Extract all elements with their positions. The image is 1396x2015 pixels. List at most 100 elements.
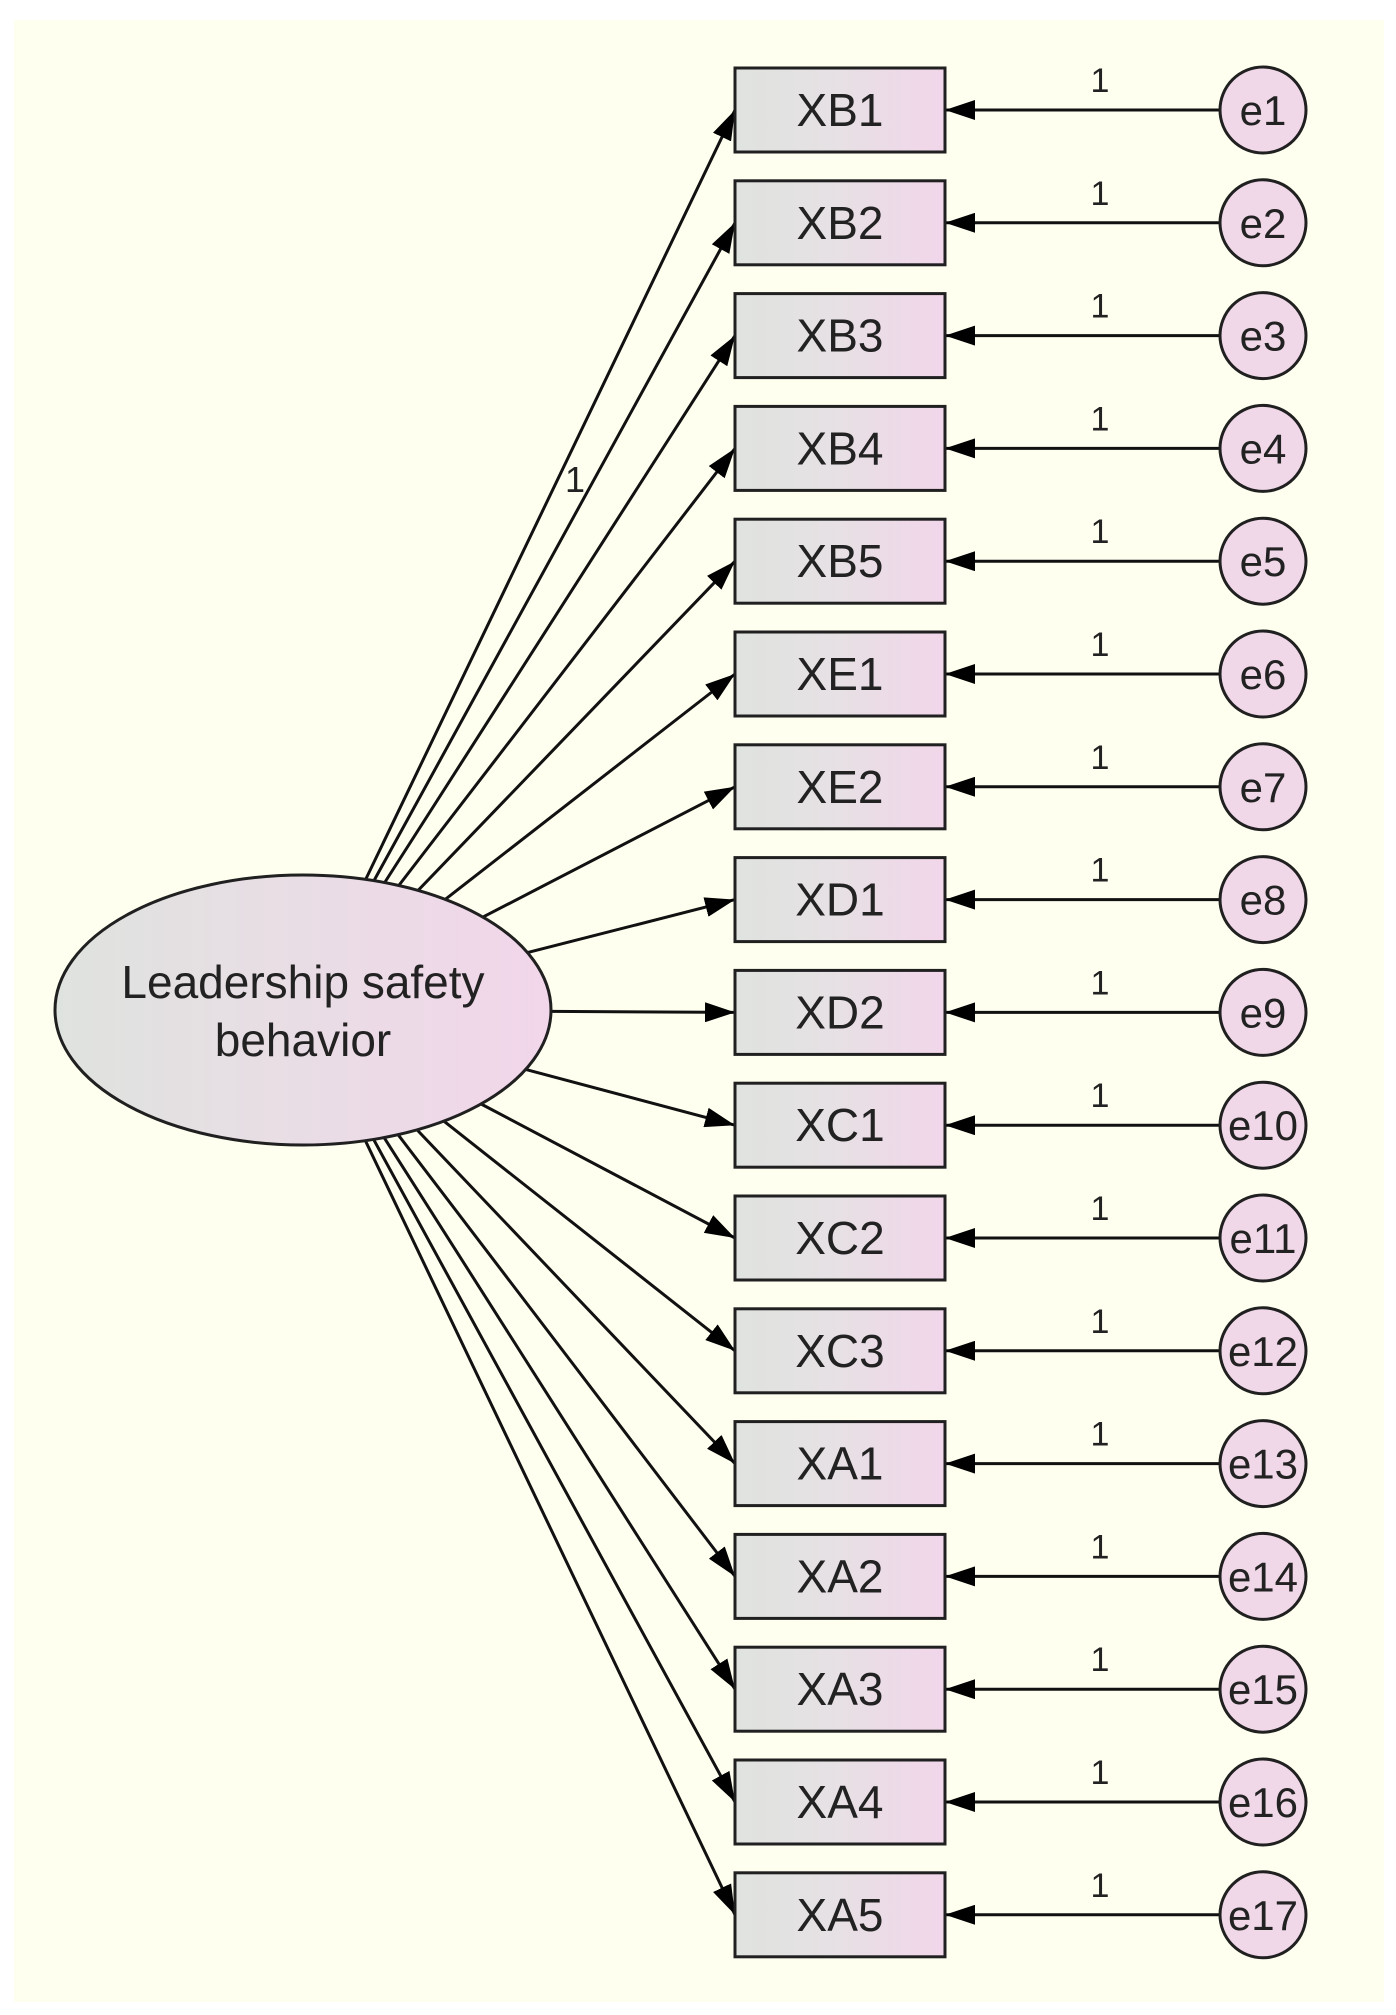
indicator-box-xa2[interactable]	[733, 1532, 947, 1620]
error-label: e10	[1228, 1102, 1298, 1149]
error-weight-label: 1	[1091, 852, 1110, 890]
error-circle-e12[interactable]	[1218, 1306, 1308, 1396]
indicator-box-xa3[interactable]	[733, 1645, 947, 1733]
error-circle-e17[interactable]	[1218, 1870, 1308, 1960]
error-weight-label: 1	[1091, 1077, 1110, 1115]
latent-variable[interactable]: Leadership safety behavior	[53, 873, 553, 1147]
error-weight-label: 1	[1091, 513, 1110, 551]
error-circle-e14[interactable]	[1218, 1531, 1308, 1621]
indicator-label: XC1	[795, 1099, 884, 1151]
error-weight-label: 1	[1091, 1641, 1110, 1679]
error-weight-label: 1	[1091, 1754, 1110, 1792]
indicator-box-xe1[interactable]	[733, 630, 947, 718]
error-label: e12	[1228, 1328, 1298, 1375]
indicator-box-xb3[interactable]	[733, 292, 947, 380]
indicator-label: XB2	[797, 197, 884, 249]
error-circle-e5[interactable]	[1218, 516, 1308, 606]
error-circle-e13[interactable]	[1218, 1419, 1308, 1509]
loading-arrow-xc2[interactable]	[480, 1102, 736, 1240]
error-weight-label: 1	[1091, 964, 1110, 1002]
loading-arrow-xa1[interactable]	[416, 1128, 737, 1465]
indicator-box-xa4[interactable]	[733, 1758, 947, 1846]
indicator-label: XB4	[797, 422, 884, 474]
error-weight-label: 1	[1091, 62, 1110, 100]
error-circle-e10[interactable]	[1218, 1080, 1308, 1170]
loading-arrow-xa5[interactable]	[364, 1140, 737, 1916]
indicator-label: XD1	[795, 874, 884, 926]
error-circle-e2[interactable]	[1218, 178, 1308, 268]
error-label: e7	[1240, 764, 1287, 811]
loading-arrow-xd1[interactable]	[527, 897, 736, 955]
error-circle-e6[interactable]	[1218, 629, 1308, 719]
indicator-label: XE2	[797, 761, 884, 813]
indicator-box-xc1[interactable]	[733, 1081, 947, 1169]
error-label: e11	[1230, 1215, 1297, 1262]
loading-arrow-xe2[interactable]	[482, 785, 736, 919]
indicator-box-xe2[interactable]	[733, 743, 947, 831]
error-label: e16	[1228, 1779, 1298, 1826]
loading-arrow-xe1[interactable]	[444, 672, 736, 901]
error-weight-label: 1	[1091, 175, 1110, 213]
indicator-box-xc3[interactable]	[733, 1307, 947, 1395]
loading-arrow-xb5[interactable]	[417, 560, 737, 892]
indicator-box-xa1[interactable]	[733, 1420, 947, 1508]
error-circle-e15[interactable]	[1218, 1644, 1308, 1734]
error-weight-label: 1	[1091, 1867, 1110, 1905]
indicator-box-xc2[interactable]	[733, 1194, 947, 1282]
error-weight-label: 1	[1091, 400, 1110, 438]
loading-arrow-xc3[interactable]	[442, 1119, 736, 1352]
error-circle-e9[interactable]	[1218, 967, 1308, 1057]
error-circle-e4[interactable]	[1218, 403, 1308, 493]
indicator-box-xa5[interactable]	[733, 1871, 947, 1959]
error-weight-label: 1	[1091, 1303, 1110, 1341]
indicator-label: XA5	[797, 1889, 884, 1941]
error-circle-e8[interactable]	[1218, 855, 1308, 945]
indicator-label: XA3	[797, 1663, 884, 1715]
indicator-label: XA4	[797, 1776, 884, 1828]
indicator-label: XB1	[797, 84, 884, 136]
indicator-box-xb1[interactable]	[733, 66, 947, 154]
indicator-label: XA2	[797, 1550, 884, 1602]
indicator-label: XA1	[797, 1438, 884, 1490]
error-circle-e16[interactable]	[1218, 1757, 1308, 1847]
loading-arrow-xb1[interactable]	[364, 109, 737, 881]
indicator-box-xb2[interactable]	[733, 179, 947, 267]
error-circle-e11[interactable]	[1218, 1193, 1308, 1283]
indicator-box-xb5[interactable]	[733, 517, 947, 605]
error-circle-e3[interactable]	[1218, 291, 1308, 381]
error-circle-e7[interactable]	[1218, 742, 1308, 832]
indicator-label: XB3	[797, 310, 884, 362]
error-weight-label: 1	[1091, 1416, 1110, 1454]
error-label: e8	[1240, 877, 1287, 924]
error-label: e17	[1228, 1892, 1298, 1939]
loading-arrow-xc1[interactable]	[525, 1067, 736, 1128]
loading-arrow-xb4[interactable]	[397, 447, 737, 887]
latent-ellipse[interactable]	[53, 873, 553, 1147]
latent-label-line2: behavior	[215, 1014, 391, 1066]
error-label: e6	[1240, 651, 1287, 698]
error-label: e14	[1228, 1553, 1298, 1600]
loading-arrow-xb2[interactable]	[372, 222, 737, 882]
error-weight-label: 1	[1091, 288, 1110, 326]
error-weight-label: 1	[1091, 739, 1110, 777]
indicator-label: XB5	[797, 535, 884, 587]
error-weight-label: 1	[1091, 1190, 1110, 1228]
error-label: e13	[1228, 1441, 1298, 1488]
indicator-label: XC3	[795, 1325, 884, 1377]
loading-arrow-xa2[interactable]	[396, 1133, 737, 1578]
loading-arrow-xb3[interactable]	[383, 334, 737, 884]
error-weight-label: 1	[1091, 626, 1110, 664]
loading-arrow-xd2[interactable]	[550, 1002, 736, 1023]
loading-arrow-xa4[interactable]	[372, 1138, 737, 1803]
loading-arrow-xa3[interactable]	[382, 1136, 737, 1691]
indicator-box-xd1[interactable]	[733, 856, 947, 944]
paths-layer	[364, 100, 1220, 1925]
error-label: e1	[1240, 87, 1287, 134]
indicator-box-xb4[interactable]	[733, 404, 947, 492]
indicator-box-xd2[interactable]	[733, 968, 947, 1056]
error-circle-e1[interactable]	[1218, 65, 1308, 155]
error-label: e9	[1240, 989, 1287, 1036]
latent-label-line1: Leadership safety	[121, 956, 484, 1008]
